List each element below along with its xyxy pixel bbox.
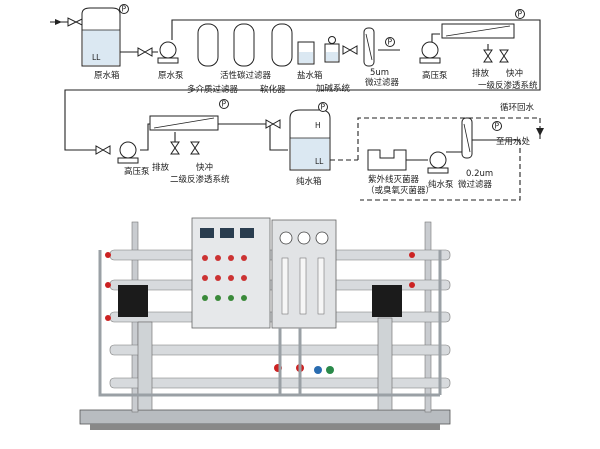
brine-tank bbox=[297, 41, 315, 65]
flush-2-label: 快冲 bbox=[196, 162, 213, 173]
flush-1-label: 快冲 bbox=[506, 68, 523, 79]
micro-filter-5um-size: 5um bbox=[370, 68, 389, 78]
hp-pump-2-label: 高压泵 bbox=[124, 166, 150, 177]
svg-text:H: H bbox=[315, 121, 321, 130]
valve-icon bbox=[265, 119, 281, 129]
raw-water-pump bbox=[157, 41, 179, 64]
pure-water-pump bbox=[427, 151, 449, 174]
ozone-sterilizer-label: （或臭氧灭菌器） bbox=[366, 185, 434, 196]
ro-membrane-2: P bbox=[149, 99, 229, 131]
svg-text:P: P bbox=[222, 100, 227, 109]
carbon-filter bbox=[233, 23, 255, 67]
ro-stage-2-label: 二级反渗透系统 bbox=[170, 174, 230, 185]
svg-text:LL: LL bbox=[315, 157, 324, 166]
pump2-to-ro2-pipe bbox=[140, 123, 150, 151]
pure-pump-label: 纯水泵 bbox=[428, 179, 454, 190]
svg-text:P: P bbox=[321, 103, 326, 112]
micro-filter-02um bbox=[461, 117, 473, 159]
equipment-photo bbox=[79, 217, 451, 430]
micro-filter-5um-label: 微过滤器 bbox=[365, 77, 400, 88]
top-header-pipe bbox=[171, 19, 541, 52]
arrow-icon bbox=[536, 128, 544, 136]
valve-icon bbox=[95, 145, 111, 155]
pump-to-filter-pipe bbox=[446, 140, 463, 153]
svg-text:P: P bbox=[495, 122, 500, 131]
valve-icon bbox=[190, 141, 200, 155]
svg-text:P: P bbox=[122, 5, 127, 14]
softener-label: 软化器 bbox=[260, 84, 286, 95]
valve-icon bbox=[170, 141, 180, 155]
svg-text:LL: LL bbox=[92, 53, 101, 62]
gauge-icon bbox=[492, 121, 502, 131]
softener bbox=[271, 23, 293, 67]
micro-filter-5um: P bbox=[363, 27, 395, 67]
svg-text:P: P bbox=[388, 38, 393, 47]
to-use-label: 至用水处 bbox=[496, 136, 531, 147]
ro-membrane-1: P bbox=[441, 9, 525, 39]
raw-water-tank: P LL bbox=[81, 4, 129, 67]
return-dash bbox=[360, 140, 521, 201]
multimedia-filter-label: 多介质过滤器 bbox=[187, 84, 239, 95]
raw-pump-label: 原水泵 bbox=[158, 70, 184, 81]
high-pressure-pump-2 bbox=[117, 141, 139, 164]
pump-to-ro1-pipe bbox=[431, 33, 440, 42]
brine-tank-label: 盐水箱 bbox=[297, 70, 323, 81]
valve-icon bbox=[499, 49, 509, 63]
raw-tank-label: 原水箱 bbox=[94, 70, 120, 81]
drain-2-label: 排放 bbox=[152, 162, 170, 173]
uv-sterilizer bbox=[367, 149, 407, 171]
hp-pump-1-label: 高压泵 bbox=[422, 70, 448, 81]
dosing-label: 加碱系统 bbox=[316, 83, 351, 94]
pure-tank-label: 纯水箱 bbox=[296, 176, 322, 187]
svg-text:P: P bbox=[518, 10, 523, 19]
recirculation-label: 循环回水 bbox=[500, 102, 535, 113]
multimedia-filter bbox=[197, 23, 219, 67]
inlet-arrow-icon bbox=[55, 19, 62, 25]
filter-02um-label: 微过滤器 bbox=[458, 179, 493, 190]
drain-1-label: 排放 bbox=[472, 68, 490, 79]
valve-icon bbox=[483, 49, 493, 63]
ro2-to-pure-tank-pipe bbox=[218, 123, 288, 151]
filter-02um-size: 0.2um bbox=[466, 169, 493, 179]
carbon-filter-label: 活性碳过滤器 bbox=[220, 70, 272, 81]
valve-icon bbox=[137, 47, 153, 57]
high-pressure-pump-1 bbox=[419, 41, 441, 64]
pure-water-tank: P H LL bbox=[289, 102, 331, 171]
row-transfer-pipe bbox=[64, 52, 541, 151]
uv-sterilizer-label: 紫外线灭菌器 bbox=[368, 174, 420, 185]
valve-icon bbox=[342, 45, 358, 55]
dosing-system bbox=[324, 36, 340, 63]
ro-stage-1-label: 一级反渗透系统 bbox=[478, 80, 538, 91]
